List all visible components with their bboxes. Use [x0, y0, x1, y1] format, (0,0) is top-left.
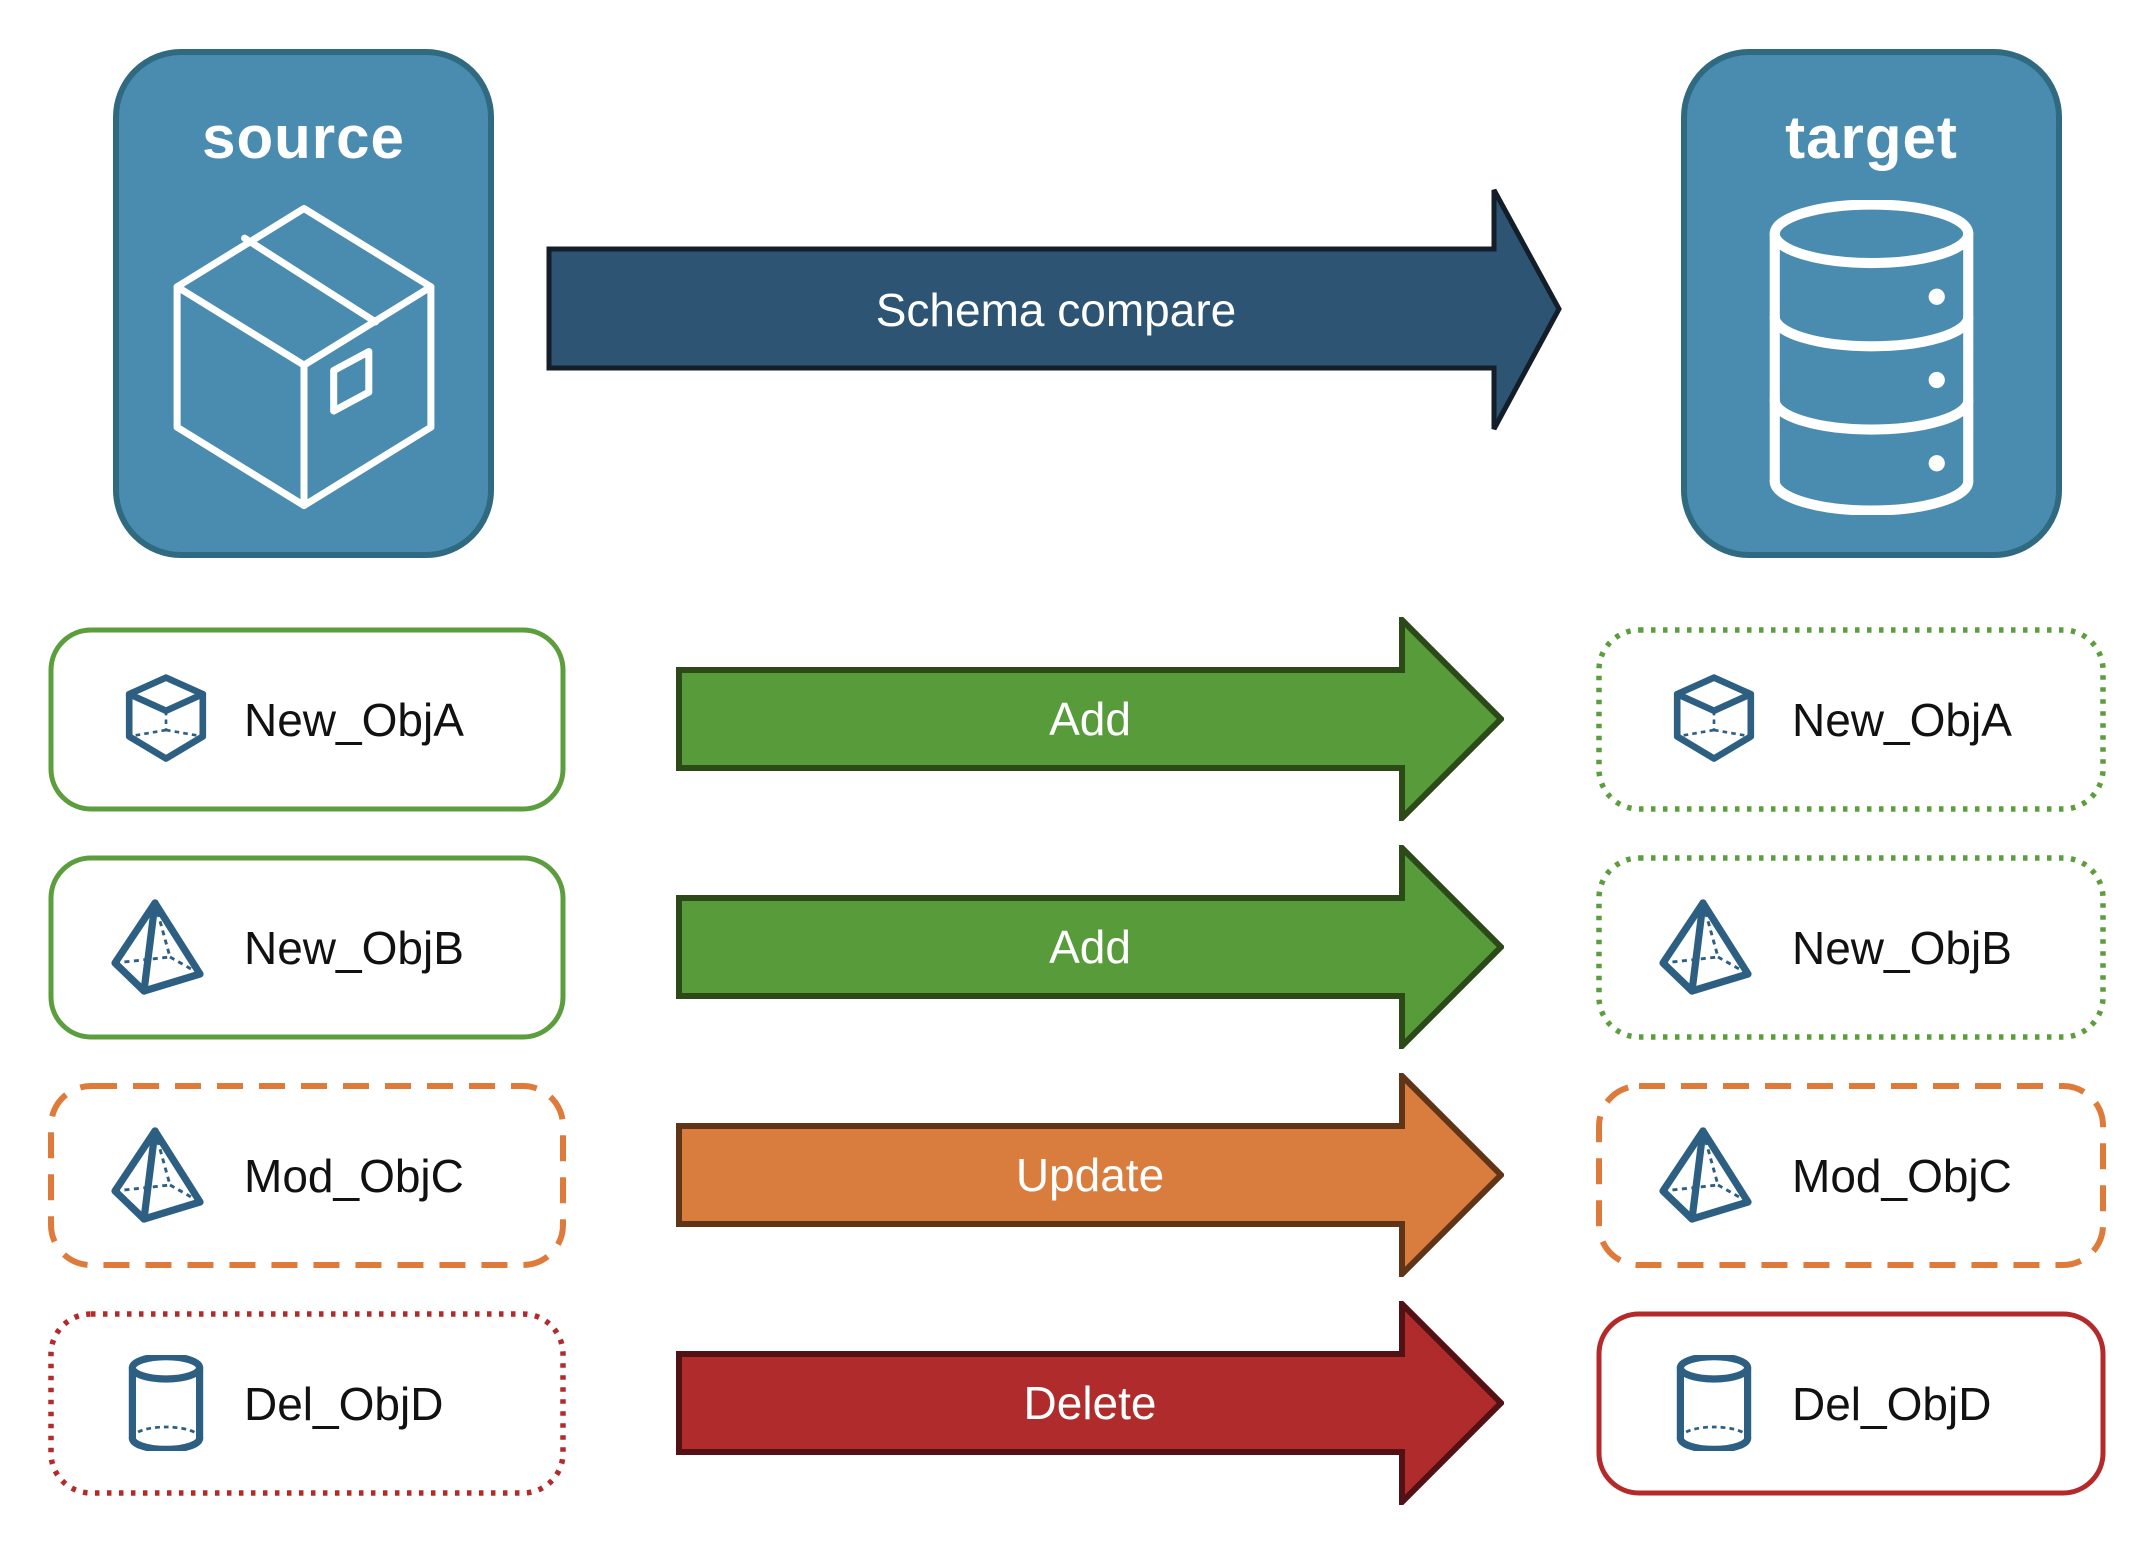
source-object-card-new-objb: New_ObjB	[48, 855, 566, 1040]
source-object-card-del-objd: Del_ObjD	[48, 1311, 566, 1496]
add-arrow	[676, 845, 1504, 1049]
object-label: Del_ObjD	[244, 1377, 444, 1430]
card-border	[1596, 1083, 2106, 1268]
object-label: Mod_ObjC	[244, 1149, 464, 1202]
source-object-card-new-obja: New_ObjA	[48, 627, 566, 812]
card-border	[48, 1083, 566, 1268]
target-object-card-del-objd: Del_ObjD	[1596, 1311, 2106, 1496]
pyramid-icon	[111, 1127, 204, 1223]
add-arrow	[676, 617, 1504, 821]
target-node: target	[1681, 49, 2062, 558]
schema-compare-arrow	[546, 188, 1562, 431]
target-object-card-mod-objc: Mod_ObjC	[1596, 1083, 2106, 1268]
object-label: New_ObjB	[1792, 921, 2012, 974]
pyramid-icon	[1659, 899, 1752, 995]
target-object-card-new-obja: New_ObjA	[1596, 627, 2106, 812]
pyramid-icon	[111, 899, 204, 995]
target-object-card-new-objb: New_ObjB	[1596, 855, 2106, 1040]
pyramid-icon	[1659, 1127, 1752, 1223]
cylinder-icon	[128, 1355, 204, 1451]
object-label: New_ObjB	[244, 921, 464, 974]
cube-icon	[125, 674, 207, 762]
database-icon	[1769, 200, 1974, 515]
cube-icon	[1673, 674, 1755, 762]
source-object-card-mod-objc: Mod_ObjC	[48, 1083, 566, 1268]
object-label: New_ObjA	[1792, 693, 2012, 746]
delete-arrow	[676, 1301, 1504, 1505]
card-border	[48, 855, 566, 1040]
update-arrow	[676, 1073, 1504, 1277]
card-border	[48, 627, 566, 812]
source-node: source	[113, 49, 494, 558]
cylinder-icon	[1676, 1355, 1752, 1451]
source-label: source	[202, 104, 405, 171]
target-label: target	[1785, 104, 1958, 171]
package-icon	[173, 204, 435, 510]
object-label: Mod_ObjC	[1792, 1149, 2012, 1202]
object-label: New_ObjA	[244, 693, 464, 746]
card-border	[1596, 1311, 2106, 1496]
card-border	[48, 1311, 566, 1496]
object-label: Del_ObjD	[1792, 1377, 1992, 1430]
